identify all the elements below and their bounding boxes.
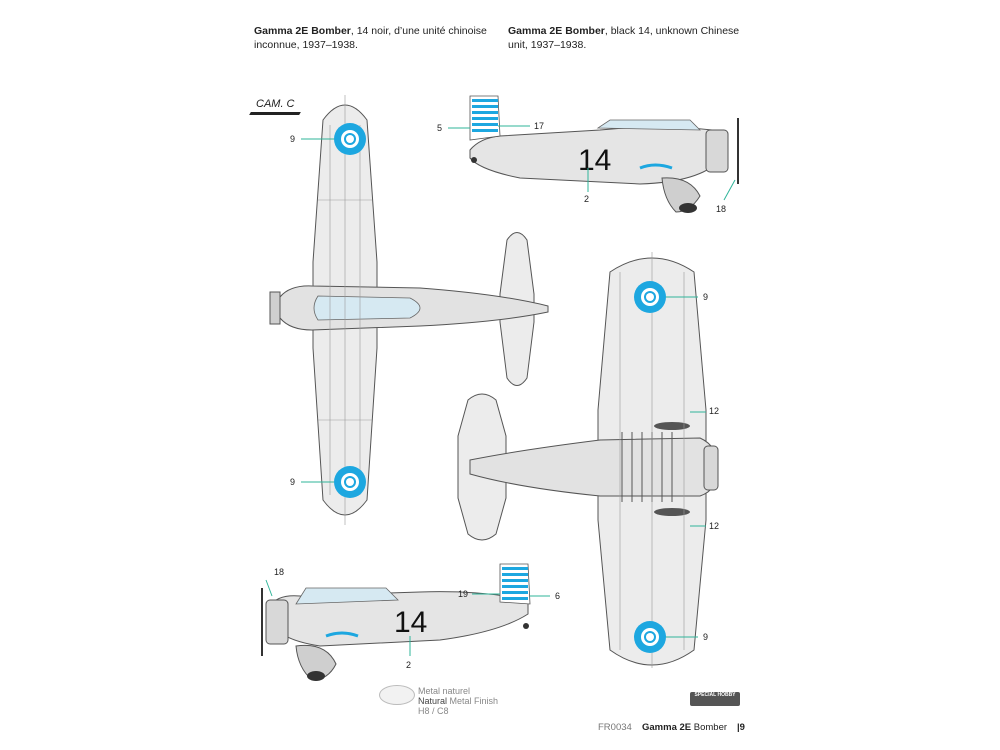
footer-title-rest: Bomber <box>691 722 728 733</box>
caption-french-title: Gamma 2E Bomber <box>254 25 351 37</box>
caption-french-text: , 14 noir, d’une unité chinoise inconnue… <box>254 25 487 51</box>
callout-bottom-wing-upper: 9 <box>703 292 708 302</box>
callout-side-fin-right: 17 <box>534 121 544 131</box>
color-legend: Metal naturel Natural Metal Finish H8 / … <box>418 686 498 716</box>
callout-bottom-bomb-upper: 12 <box>709 406 719 416</box>
side-view-left-number: 14 <box>394 606 427 639</box>
caption-french: Gamma 2E Bomber, 14 noir, d’une unité ch… <box>254 24 504 52</box>
brand-logo: SPECIAL HOBBY <box>690 692 740 706</box>
callout-side-fin-left: 5 <box>437 123 442 133</box>
side-view-left-aircraft: 14 18 19 6 2 <box>261 563 560 681</box>
callout-side-prop: 18 <box>716 204 726 214</box>
callout-side2-prop: 18 <box>274 567 284 577</box>
callout-side2-fin-right: 6 <box>555 591 560 601</box>
top-view-aircraft: 9 9 <box>269 95 549 525</box>
footer-title: Gamma 2E Bomber <box>642 722 727 733</box>
natural-metal-swatch <box>379 685 415 705</box>
bottom-view-aircraft: 9 12 12 9 <box>457 252 719 668</box>
callout-bottom-wing-lower: 9 <box>703 632 708 642</box>
caption-english-text: , black 14, unknown Chinese unit, 1937–1… <box>508 25 740 51</box>
legend-natural: Natural <box>418 696 448 706</box>
legend-line-en: Natural Metal Finish <box>418 696 498 706</box>
callout-top-wing-upper: 9 <box>290 134 295 144</box>
side-view-number: 14 <box>578 144 611 177</box>
footer-title-bold: Gamma 2E <box>642 722 692 733</box>
side-view-right-aircraft: 14 5 17 2 18 <box>437 95 739 214</box>
legend-metal-finish: Metal Finish <box>447 696 499 706</box>
caption-english-title: Gamma 2E Bomber <box>508 25 605 37</box>
legend-line-fr: Metal naturel <box>418 686 471 696</box>
callout-side-fuselage: 2 <box>584 194 589 204</box>
camouflage-label: CAM. C <box>256 98 295 110</box>
callout-bottom-bomb-lower: 12 <box>709 521 719 531</box>
callout-top-wing-lower: 9 <box>290 477 295 487</box>
callout-side2-fuselage: 2 <box>406 660 411 670</box>
legend-paint-codes: H8 / C8 <box>418 706 449 716</box>
brand-logo-text: SPECIAL HOBBY <box>694 692 736 698</box>
callout-side2-fin-left: 19 <box>458 589 468 599</box>
footer-page-number: |9 <box>737 722 745 733</box>
caption-english: Gamma 2E Bomber, black 14, unknown Chine… <box>508 24 758 52</box>
footer-code: FR0034 <box>598 722 632 733</box>
